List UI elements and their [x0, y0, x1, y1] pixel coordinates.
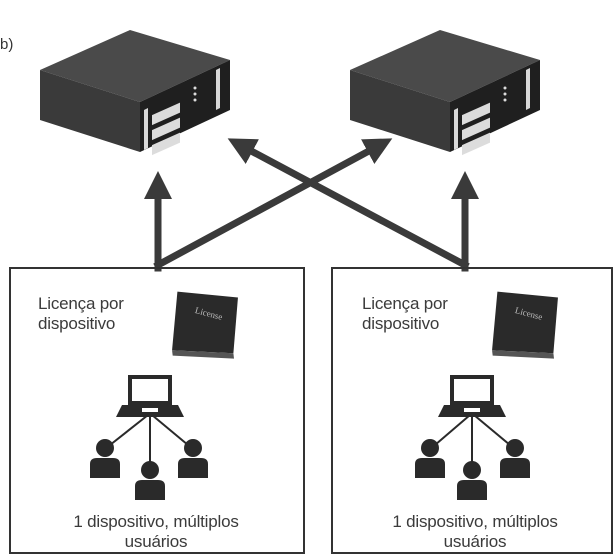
caption-left: 1 dispositivo, múltiplos usuários	[73, 512, 239, 551]
license-label-right: Licença por dispositivo	[362, 294, 448, 333]
license-label-left: Licença por dispositivo	[38, 294, 124, 333]
device-network-left	[90, 375, 208, 500]
user-icon	[178, 439, 208, 478]
user-icon	[457, 461, 487, 500]
user-icon	[415, 439, 445, 478]
laptop-icon	[438, 375, 506, 417]
user-icon	[135, 461, 165, 500]
license-book-icon: License	[481, 282, 570, 372]
arrow-left-to-right-server	[153, 138, 393, 270]
caption-right: 1 dispositivo, múltiplos usuários	[392, 512, 558, 551]
laptop-icon	[116, 375, 184, 417]
server-left	[40, 30, 230, 156]
user-icon	[90, 439, 120, 478]
arrow-right-to-left-server	[227, 138, 470, 270]
license-book-icon: License	[161, 282, 250, 372]
figure-label: b)	[0, 36, 14, 53]
user-icon	[500, 439, 530, 478]
device-network-right	[415, 375, 530, 500]
arrows	[144, 138, 479, 272]
panel-left-box	[9, 267, 305, 554]
panel-right-box	[331, 267, 613, 554]
server-right	[350, 30, 540, 156]
